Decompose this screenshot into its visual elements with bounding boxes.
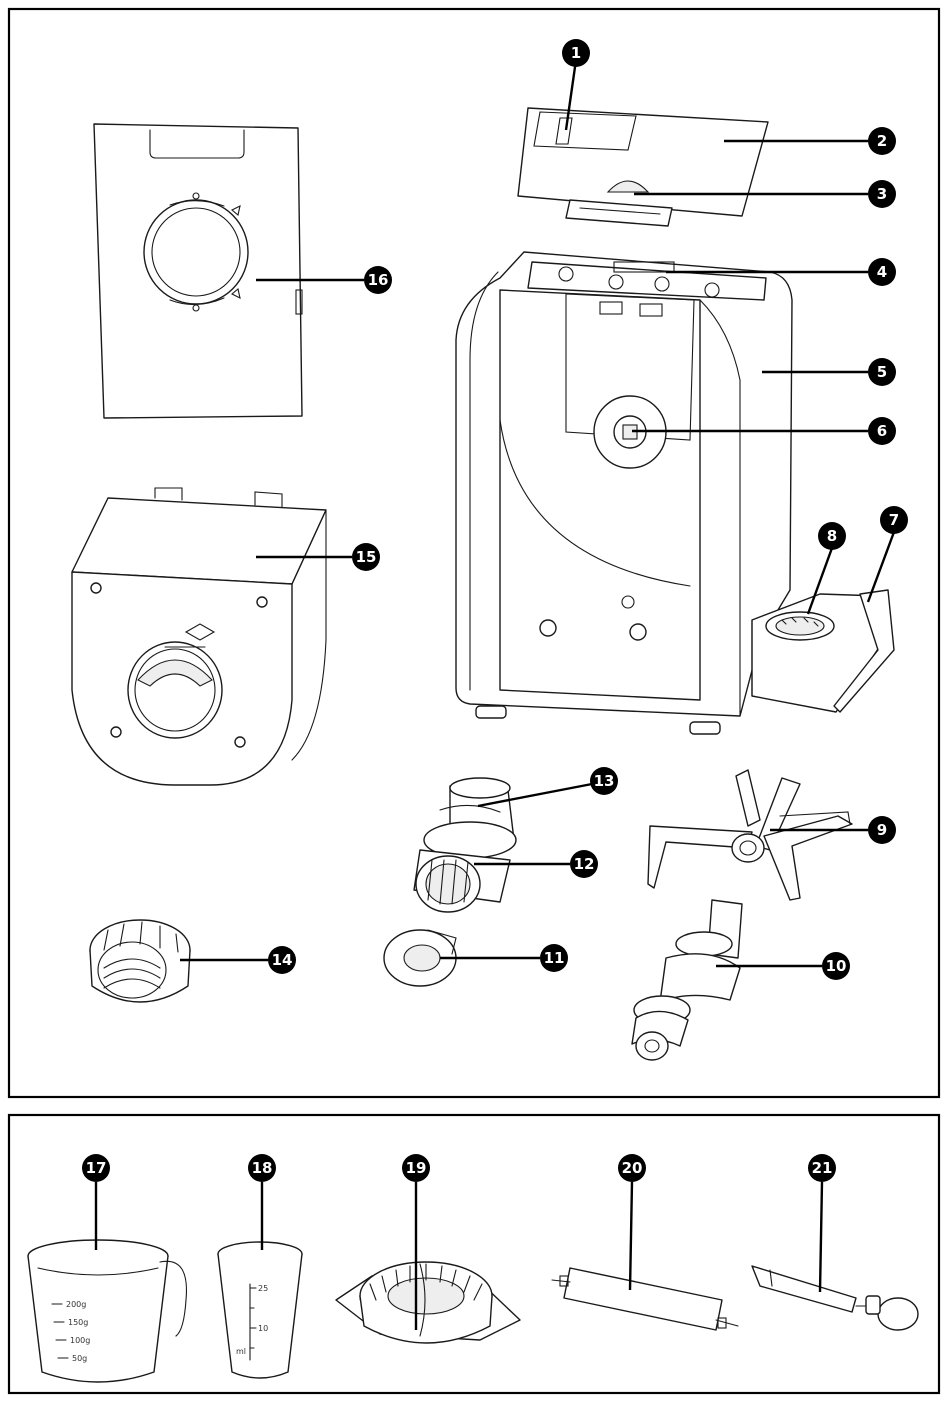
lid-drawing bbox=[518, 108, 768, 226]
callout-17-label: 17 bbox=[86, 1159, 107, 1177]
auger-drawing bbox=[632, 900, 742, 1060]
callout-14: 14 bbox=[268, 946, 296, 974]
measuring-cup-drawing bbox=[218, 1242, 302, 1378]
callout-1-label: 1 bbox=[571, 44, 581, 62]
callout-6-label: 6 bbox=[877, 422, 887, 440]
jug-mark-100: 100g bbox=[70, 1336, 90, 1345]
callout-18: 18 bbox=[248, 1154, 276, 1182]
screw-ring-drawing bbox=[90, 920, 190, 1002]
callout-2: 2 bbox=[868, 127, 896, 155]
callout-16: 16 bbox=[364, 266, 392, 294]
strainer-tray-drawing bbox=[336, 1262, 520, 1343]
cleaning-brush-drawing bbox=[552, 1268, 738, 1330]
callout-9: 9 bbox=[868, 816, 896, 844]
callout-17: 17 bbox=[82, 1154, 110, 1182]
callout-14-label: 14 bbox=[272, 951, 293, 969]
callout-3: 3 bbox=[868, 180, 896, 208]
callout-4-label: 4 bbox=[877, 263, 887, 281]
cup-mark-25: 25 bbox=[258, 1284, 268, 1293]
callout-15-label: 15 bbox=[356, 548, 377, 566]
tool-drawing bbox=[752, 1266, 918, 1330]
callout-13-label: 13 bbox=[594, 772, 615, 790]
callout-10-label: 10 bbox=[826, 957, 847, 975]
callout-20: 20 bbox=[618, 1154, 646, 1182]
callout-19: 19 bbox=[402, 1154, 430, 1182]
callout-8: 8 bbox=[818, 522, 846, 550]
callout-8-label: 8 bbox=[827, 527, 837, 545]
motor-base-drawing bbox=[456, 252, 792, 734]
callout-15: 15 bbox=[352, 543, 380, 571]
measuring-jug-drawing bbox=[28, 1240, 186, 1382]
jug-mark-50: 50g bbox=[72, 1354, 87, 1363]
callout-20-label: 20 bbox=[622, 1159, 643, 1177]
callout-7: 7 bbox=[880, 506, 908, 534]
callout-2-label: 2 bbox=[877, 132, 887, 150]
brush-holder-drawing bbox=[648, 770, 852, 900]
callout-6: 6 bbox=[868, 417, 896, 445]
drum-drawing bbox=[414, 778, 516, 912]
callout-12: 12 bbox=[570, 850, 598, 878]
housing-drawing bbox=[72, 488, 326, 785]
cup-mark-10: 10 bbox=[258, 1324, 268, 1333]
callout-3-label: 3 bbox=[877, 185, 887, 203]
callout-9-label: 9 bbox=[877, 821, 887, 839]
callout-11: 11 bbox=[540, 944, 568, 972]
callout-16-label: 16 bbox=[368, 271, 389, 289]
callout-5-label: 5 bbox=[877, 363, 887, 381]
callout-21: 21 bbox=[808, 1154, 836, 1182]
callout-21-label: 21 bbox=[812, 1159, 833, 1177]
callout-10: 10 bbox=[822, 952, 850, 980]
callout-13: 13 bbox=[590, 767, 618, 795]
callout-1: 1 bbox=[562, 39, 590, 67]
cup-mark-ml: ml bbox=[236, 1347, 246, 1356]
callout-18-label: 18 bbox=[252, 1159, 273, 1177]
callout-5: 5 bbox=[868, 358, 896, 386]
callout-11-label: 11 bbox=[544, 949, 565, 967]
callout-7-label: 7 bbox=[889, 511, 899, 529]
callout-4: 4 bbox=[868, 258, 896, 286]
callout-19-label: 19 bbox=[406, 1159, 427, 1177]
front-plate-drawing bbox=[94, 124, 302, 418]
jug-mark-150: 150g bbox=[68, 1318, 88, 1327]
jug-mark-200: 200g bbox=[66, 1300, 86, 1309]
callout-12-label: 12 bbox=[574, 855, 595, 873]
